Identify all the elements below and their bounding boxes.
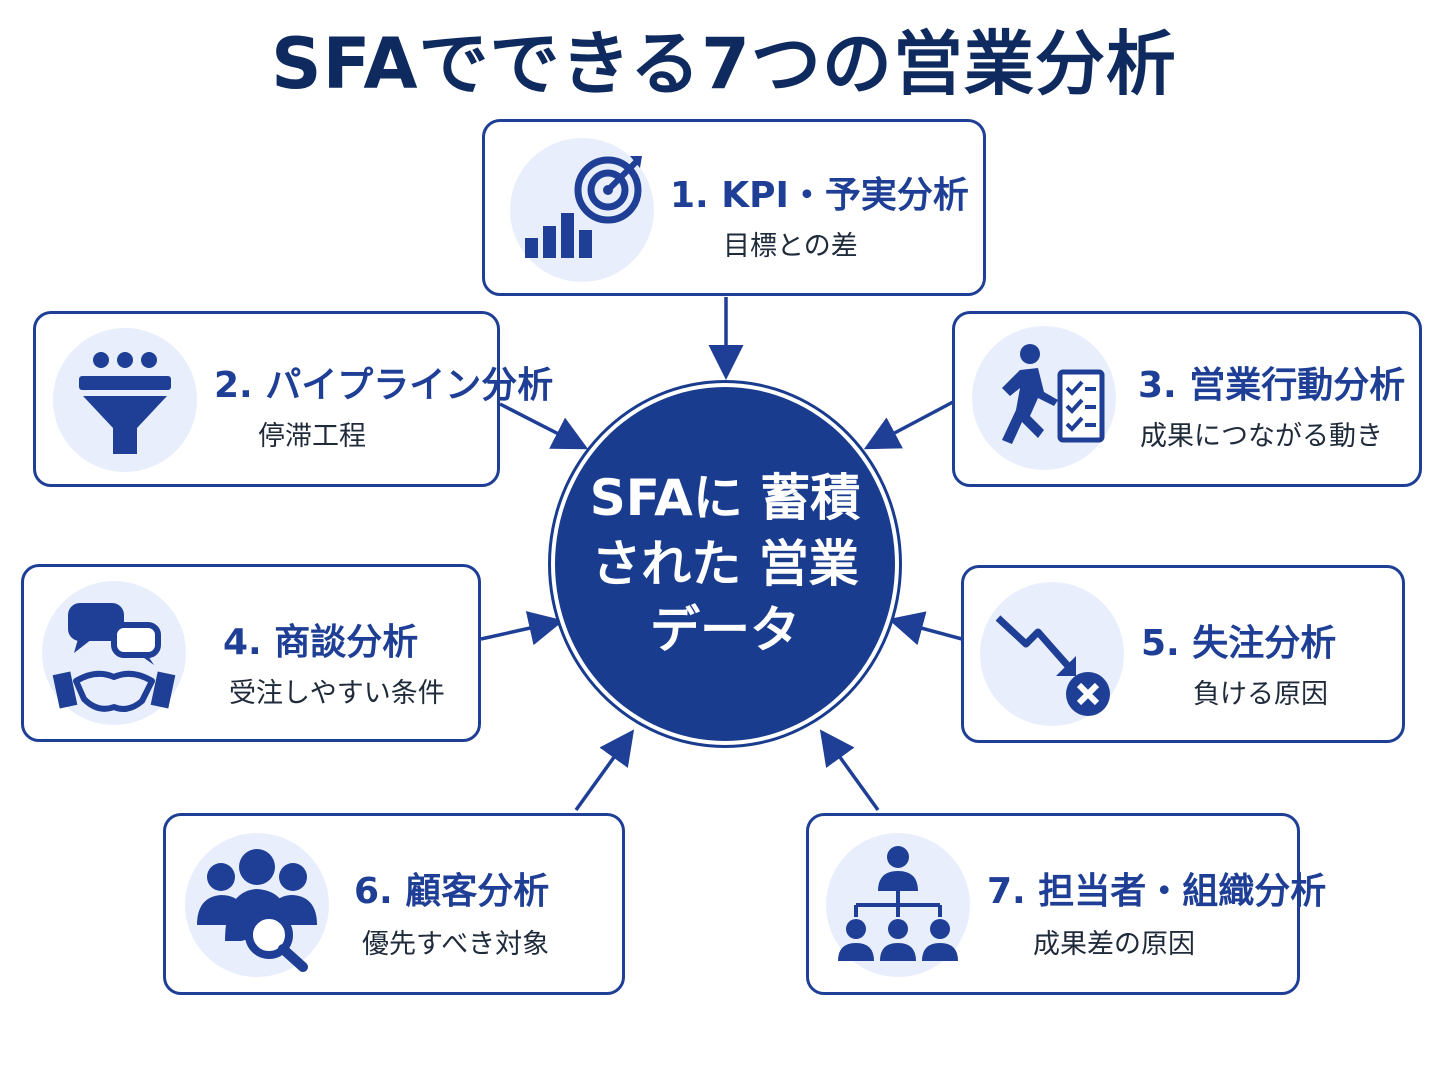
- org-chart-icon: [826, 833, 970, 977]
- card-title: 6. 顧客分析: [354, 871, 550, 912]
- card-title: 4. 商談分析: [223, 622, 419, 663]
- card-staff-organization-analysis: 7. 担当者・組織分析 成果差の原因: [806, 813, 1326, 995]
- card-negotiation-analysis: 4. 商談分析 受注しやすい条件: [21, 564, 481, 742]
- card-title: 1. KPI・予実分析: [670, 175, 969, 216]
- arrow-2: [499, 402, 589, 450]
- card-lost-deal-analysis: 5. 失注分析 負ける原因: [961, 565, 1405, 743]
- running-checklist-icon: [972, 326, 1116, 470]
- card-subtitle: 優先すべき対象: [362, 929, 550, 960]
- card-subtitle: 停滞工程: [258, 421, 366, 452]
- arrow-6: [574, 729, 635, 812]
- downtrend-x-icon: [980, 582, 1124, 726]
- card-customer-analysis: 6. 顧客分析 優先すべき対象: [163, 813, 625, 995]
- arrow-5: [888, 611, 963, 646]
- card-title: 7. 担当者・組織分析: [987, 871, 1327, 912]
- hub-label: SFAに 蓄積された 営業データ: [589, 469, 861, 659]
- card-sales-activity-analysis: 3. 営業行動分析 成果につながる動き: [952, 311, 1422, 487]
- card-subtitle: 目標との差: [723, 231, 858, 262]
- card-subtitle: 負ける原因: [1193, 679, 1328, 710]
- card-title: 3. 営業行動分析: [1138, 365, 1406, 406]
- chat-handshake-icon: [42, 581, 186, 725]
- arrow-7: [819, 729, 880, 812]
- card-kpi-analysis: 1. KPI・予実分析 目標との差: [482, 119, 986, 296]
- central-hub: SFAに 蓄積された 営業データ: [551, 383, 899, 745]
- card-title: 2. パイプライン分析: [214, 365, 554, 406]
- card-pipeline-analysis: 2. パイプライン分析 停滞工程: [33, 311, 553, 487]
- arrow-4: [480, 611, 564, 646]
- card-title: 5. 失注分析: [1141, 623, 1337, 664]
- target-chart-icon: [510, 138, 654, 282]
- funnel-icon: [53, 328, 197, 472]
- people-search-icon: [185, 833, 329, 977]
- page-title: SFAでできる7つの営業分析: [271, 23, 1177, 105]
- card-subtitle: 成果差の原因: [1033, 929, 1195, 960]
- arrow-3: [863, 400, 954, 450]
- card-subtitle: 受注しやすい条件: [229, 678, 445, 709]
- card-subtitle: 成果につながる動き: [1140, 421, 1383, 452]
